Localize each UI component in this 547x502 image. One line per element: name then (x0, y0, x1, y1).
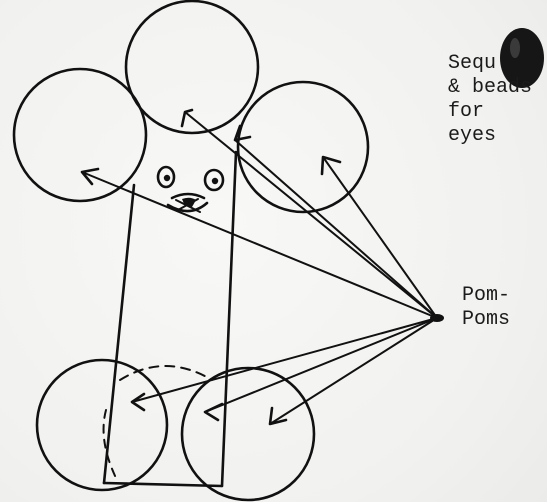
arrowhead-right-head-inner (235, 126, 250, 140)
sequins-label-line-4: eyes (448, 124, 532, 148)
pompoms-pointer-dot (430, 314, 444, 322)
foot-pompom-left (37, 360, 167, 490)
pompom-pointer-lines (82, 112, 437, 424)
arrowhead-left-foot (132, 394, 144, 410)
arrowhead-left-head (82, 169, 98, 184)
face (158, 167, 223, 212)
arrowhead-top-head (182, 110, 192, 126)
pompoms-label-line-1: Pom- (462, 284, 510, 308)
sequins-label-line-1: Sequ (448, 52, 532, 76)
head-pompom-top (126, 1, 258, 133)
sequins-label-line-2: & beads (448, 76, 532, 100)
sequins-label-line-3: for (448, 100, 532, 124)
arrowheads (82, 110, 340, 424)
right-eye (205, 170, 223, 190)
foot-pompom-right (182, 368, 314, 500)
head-pompom-left (14, 69, 146, 201)
left-eye (158, 167, 174, 187)
pompoms-label-line-2: Poms (462, 308, 510, 332)
arrowhead-right-foot-inner (205, 404, 222, 420)
body-box (104, 152, 236, 486)
pompoms-label: Pom-Poms (462, 284, 510, 332)
